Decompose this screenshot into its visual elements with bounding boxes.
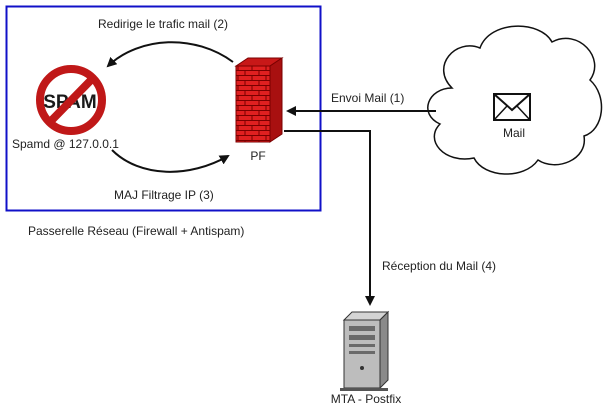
firewall-icon (234, 57, 284, 143)
ip-filter-arrow (111, 149, 230, 173)
spamd-label: Spamd @ 127.0.0.1 (12, 137, 119, 151)
ip-filter-label: MAJ Filtrage IP (3) (114, 188, 214, 202)
firewall-label: PF (250, 149, 265, 163)
redirect-arrow (106, 41, 234, 68)
mail-reception-label: Réception du Mail (4) (382, 259, 496, 273)
gateway-box (5, 5, 322, 212)
envelope-icon (493, 93, 531, 121)
mail-reception-arrow (284, 130, 375, 306)
no-spam-icon: SPAM (36, 65, 106, 135)
gateway-caption: Passerelle Réseau (Firewall + Antispam) (28, 224, 244, 238)
server-icon (340, 310, 390, 391)
mail-server-label: MTA - Postfix (331, 392, 401, 406)
send-mail-label: Envoi Mail (1) (331, 91, 404, 105)
mail-label: Mail (503, 126, 525, 140)
redirect-label: Redirige le trafic mail (2) (98, 17, 228, 31)
